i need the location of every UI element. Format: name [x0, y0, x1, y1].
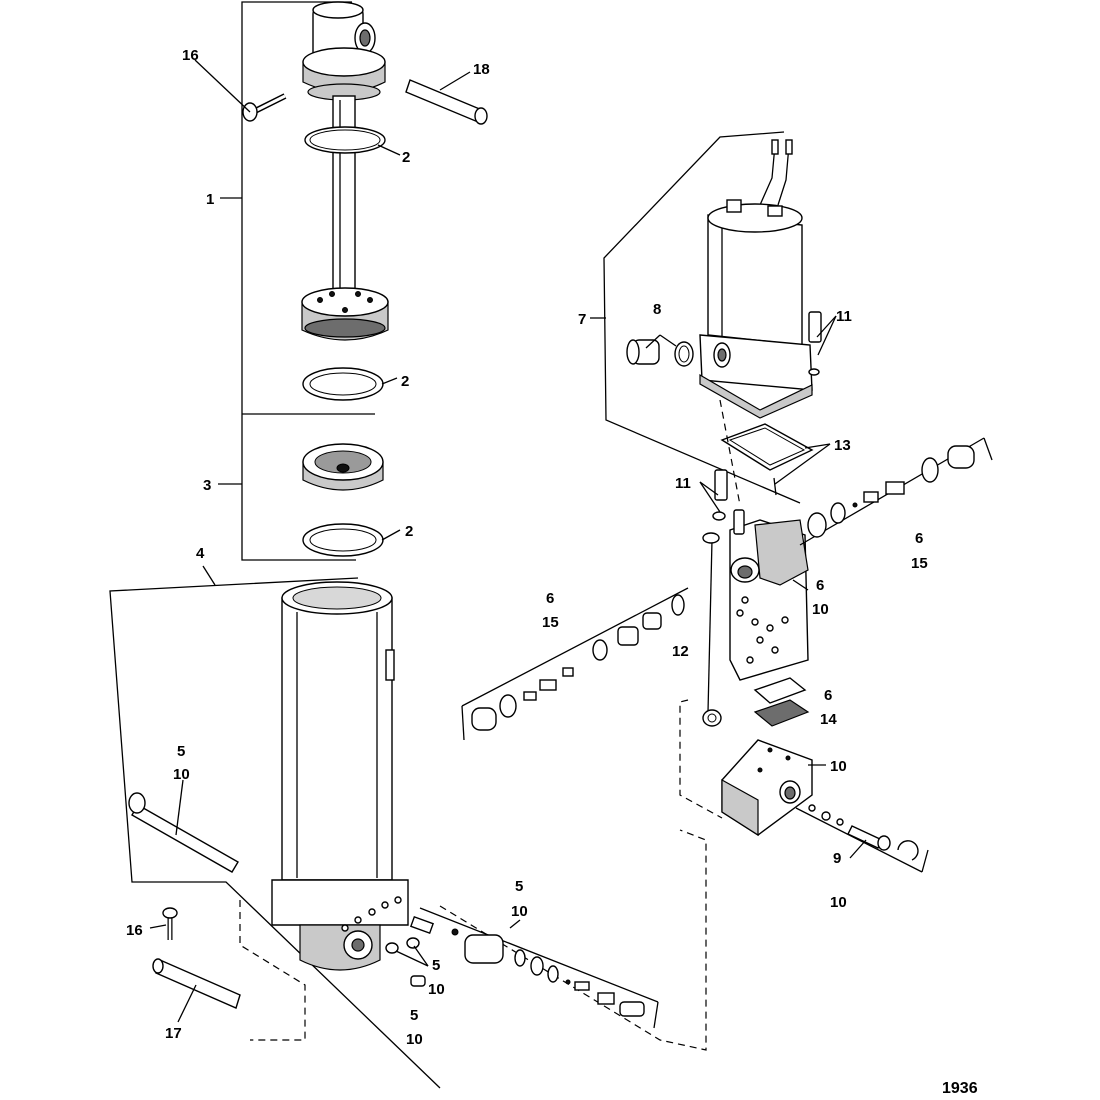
end-cap-part — [302, 443, 384, 491]
pin-16-lower-part — [162, 907, 178, 940]
label-6d: 6 — [824, 687, 832, 704]
fill-plug-part — [626, 339, 694, 367]
label-12: 12 — [672, 643, 689, 660]
pump-body-part — [729, 519, 809, 681]
label-6b: 6 — [915, 530, 923, 547]
o-ring-parts — [302, 126, 386, 557]
valve-row-middle-left-part — [461, 587, 689, 741]
valve-row-lower-right-part — [795, 804, 929, 873]
motor-part — [699, 139, 813, 419]
label-15a: 15 — [542, 614, 559, 631]
label-8: 8 — [653, 301, 661, 318]
ground-strap-part — [702, 532, 722, 727]
screw-11-lower-part — [712, 469, 745, 535]
label-14: 14 — [820, 711, 837, 728]
label-10d: 10 — [406, 1031, 423, 1048]
label-13: 13 — [834, 437, 851, 454]
valve-row-lower-part — [419, 907, 659, 1029]
label-1: 1 — [206, 191, 214, 208]
valve-row-upper-right-part — [799, 437, 993, 546]
label-10b: 10 — [511, 903, 528, 920]
label-4: 4 — [196, 545, 205, 562]
pin-17-part — [152, 958, 241, 1009]
label-11b: 11 — [675, 475, 691, 492]
label-5d: 5 — [410, 1007, 418, 1024]
label-11a: 11 — [836, 308, 852, 325]
left-dashed-lines — [239, 829, 707, 1051]
ram-shaft-part — [301, 1, 389, 341]
screw-11-upper-part — [808, 311, 822, 376]
label-9: 9 — [833, 850, 841, 867]
pin-16-top-part — [242, 93, 287, 122]
label-2a: 2 — [402, 149, 410, 166]
long-bolt-part — [128, 792, 239, 873]
label-2c: 2 — [405, 523, 413, 540]
motor-assembly-bracket — [590, 131, 801, 504]
label-2b: 2 — [401, 373, 409, 390]
ram-assembly-bracket — [218, 1, 375, 561]
cylinder-assembly-bracket — [109, 565, 441, 1089]
pin-18-part — [405, 79, 488, 125]
gasket-part — [719, 399, 814, 506]
label-10g: 10 — [830, 894, 847, 911]
label-6c: 6 — [816, 577, 824, 594]
label-5a: 5 — [177, 743, 185, 760]
label-5c: 5 — [432, 957, 440, 974]
callout-labels: 1 2 2 2 3 4 5 10 5 10 5 10 5 10 6 15 6 1… — [126, 47, 978, 1097]
label-6a: 6 — [546, 590, 554, 607]
base-valve-parts — [385, 915, 459, 987]
label-10e: 10 — [812, 601, 829, 618]
label-10a: 10 — [173, 766, 190, 783]
label-7: 7 — [578, 311, 586, 328]
label-5b: 5 — [515, 878, 523, 895]
label-18: 18 — [473, 61, 490, 78]
check-seal-part — [753, 677, 810, 727]
label-3: 3 — [203, 477, 211, 494]
leader-lines — [149, 59, 867, 1023]
label-10f: 10 — [830, 758, 847, 775]
label-16a: 16 — [182, 47, 199, 64]
manifold-part — [679, 699, 813, 837]
label-10c: 10 — [428, 981, 445, 998]
figure-number: 1936 — [942, 1080, 978, 1097]
label-16b: 16 — [126, 922, 143, 939]
label-15b: 15 — [911, 555, 928, 572]
label-17: 17 — [165, 1025, 182, 1042]
trim-cylinder-part — [271, 581, 409, 971]
